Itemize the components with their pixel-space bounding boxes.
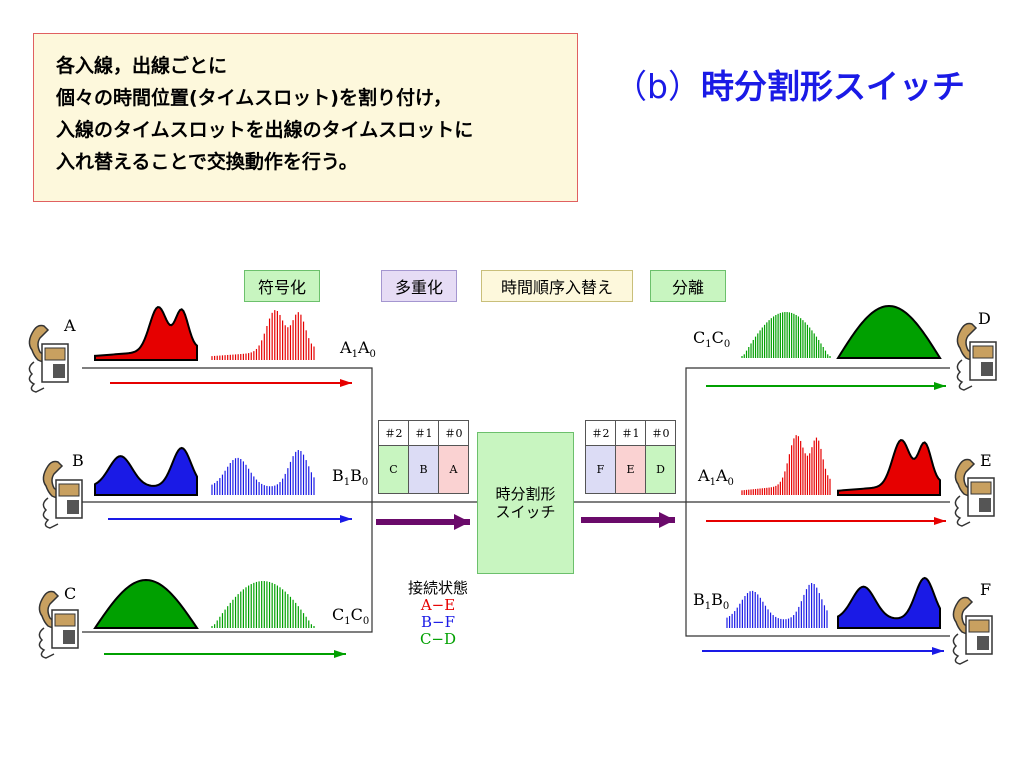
description-line-1: 各入線，出線ごとに (56, 55, 228, 77)
frame-in-slot-0: A (438, 445, 469, 494)
title-text: 時分割形スイッチ (700, 67, 965, 106)
frame-out-slot-1: E (615, 445, 646, 494)
frame-out-header-1: ＃1 (615, 420, 646, 446)
title-prefix: （b） (614, 67, 701, 106)
terminal-label-f: F (980, 580, 992, 599)
stage-multiplexing: 多重化 (381, 270, 457, 302)
terminal-label-a: A (64, 316, 76, 335)
analog-waveform-c (93, 578, 199, 629)
analog-waveform-e (837, 439, 941, 496)
terminal-label-c: C (64, 584, 77, 603)
slot-label-d: C1C0 (693, 328, 731, 351)
description-line-3: 入線のタイムスロットを出線のタイムスロットに (56, 119, 474, 141)
frame-in-header-0: ＃0 (438, 420, 469, 446)
analog-waveform-b (94, 446, 198, 496)
slot-label-f: B1B0 (693, 590, 730, 613)
switch-label-line-2: スイッチ (495, 503, 556, 521)
telephone-icon (954, 458, 995, 527)
terminal-label-e: E (980, 451, 992, 470)
terminal-label-d: D (978, 309, 991, 328)
input-trunk-lines (82, 367, 373, 633)
connection-pair-a-e: A−E (420, 596, 456, 614)
frame-in-header-1: ＃1 (408, 420, 439, 446)
analog-waveform-f (837, 576, 941, 629)
slot-label-e: A1A0 (698, 466, 734, 489)
telephone-icon (38, 590, 79, 659)
slot-label-c: C1C0 (332, 605, 370, 628)
switch-label-line-1: 時分割形 (495, 485, 556, 503)
slot-label-b: B1B0 (332, 466, 369, 489)
frame-out-header-2: ＃2 (585, 420, 616, 446)
analog-waveform-a (94, 306, 198, 361)
description-box: 各入線，出線ごとに 個々の時間位置(タイムスロット)を割り付け， 入線のタイムス… (33, 33, 578, 202)
stage-encoding: 符号化 (244, 270, 320, 302)
frame-out-slot-2: F (585, 445, 616, 494)
connection-pair-b-f: B−F (421, 613, 455, 631)
frame-out-slot-0: D (645, 445, 676, 494)
analog-waveform-d (836, 304, 942, 359)
telephone-icon (28, 324, 69, 393)
stage-time-reorder: 時間順序入替え (481, 270, 633, 302)
page-title: （b）時分割形スイッチ (614, 60, 965, 108)
telephone-icon (952, 596, 993, 665)
connection-state-title: 接続状態 (407, 579, 468, 597)
terminal-label-b: B (72, 451, 84, 470)
time-division-switch: 時分割形 スイッチ (477, 432, 574, 574)
slot-label-a: A1A0 (340, 338, 376, 361)
connection-state: 接続状態 A−E B−F C−D (398, 580, 478, 648)
telephone-icon (42, 460, 83, 529)
stage-demultiplexing: 分離 (650, 270, 726, 302)
frame-in-slot-1: B (408, 445, 439, 494)
telephone-icon (956, 322, 997, 391)
connection-pair-c-d: C−D (419, 630, 457, 648)
description-line-2: 個々の時間位置(タイムスロット)を割り付け， (56, 87, 453, 109)
frame-in-slot-2: C (378, 445, 409, 494)
description-line-4: 入れ替えることで交換動作を行う。 (56, 151, 358, 173)
frame-in-header-2: ＃2 (378, 420, 409, 446)
frame-out-header-0: ＃0 (645, 420, 676, 446)
